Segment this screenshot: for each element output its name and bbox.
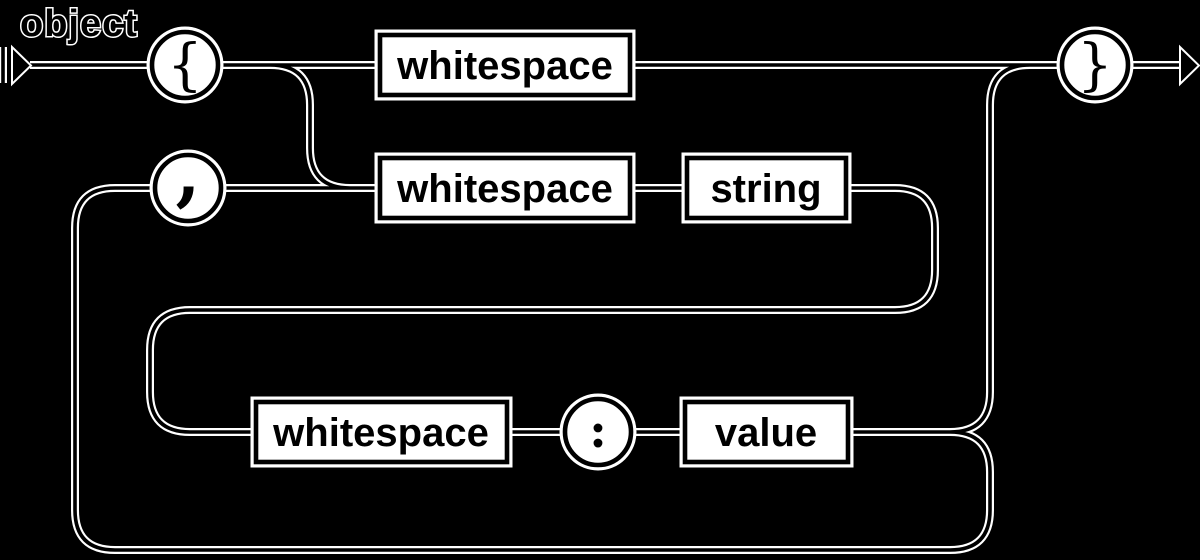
box-whitespace-mid: whitespace [396, 167, 613, 211]
rail-lines-halo [3, 47, 1182, 550]
terminal-close-brace: } [1077, 33, 1113, 98]
box-string: string [710, 167, 821, 211]
diagram-title: object [20, 3, 138, 45]
terminal-open-brace: { [167, 33, 203, 98]
node-shapes [152, 32, 1128, 465]
end-arrow-icon [1179, 44, 1200, 87]
terminal-comma: , [175, 130, 200, 215]
box-whitespace-top: whitespace [396, 44, 613, 88]
box-whitespace-bottom: whitespace [272, 411, 489, 455]
rail-lines [1, 45, 1184, 552]
terminal-colon: : [589, 403, 607, 459]
box-value: value [715, 411, 817, 455]
start-arrow-icon [11, 44, 33, 87]
